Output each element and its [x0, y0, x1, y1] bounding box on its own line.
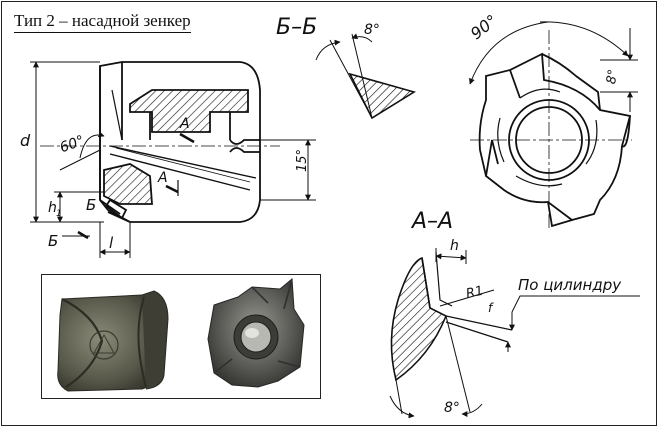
side-view [40, 61, 280, 223]
cut-marker-a-bottom [165, 180, 179, 196]
section-aa [389, 248, 640, 419]
label-cut-b-bottom: Б [48, 232, 58, 250]
label-l: l [109, 234, 114, 252]
angle-60 [59, 131, 105, 171]
cut-marker-b-bottom [77, 230, 89, 240]
label-angle-8-aa: 8° [444, 400, 460, 416]
section-bb [315, 33, 416, 120]
label-angle-15: 15° [295, 149, 310, 172]
label-angle-60: 60° [58, 133, 87, 157]
page-title: Тип 2 – насадной зенкер [14, 11, 191, 33]
label-h-aa: h [450, 238, 459, 254]
label-cut-a-top: А [179, 116, 190, 132]
label-h1-sub: 1 [56, 209, 62, 219]
label-po-cilindru: По цилиндру [518, 276, 622, 294]
label-angle-8-top: 8° [604, 68, 621, 85]
dim-h1 [54, 191, 104, 223]
label-angle-90: 90° [467, 11, 501, 43]
label-cut-a-bottom: А [157, 170, 168, 186]
label-cut-b: Б [86, 196, 96, 214]
section-bb-title: Б–Б [276, 15, 317, 40]
label-r1: R1 [465, 284, 485, 302]
label-angle-8-bb: 8° [364, 22, 380, 38]
photo-box [41, 274, 321, 399]
cut-marker-a-top [179, 132, 195, 144]
photo-end-view [207, 277, 305, 388]
end-view [469, 21, 638, 230]
angle-15 [260, 139, 316, 201]
label-h1: h [48, 200, 57, 216]
label-f: f [488, 301, 494, 315]
label-d: d [20, 131, 31, 150]
dim-l [99, 222, 131, 258]
tool-photos [57, 277, 305, 392]
section-aa-title: А–А [410, 209, 453, 234]
photo-side-view [57, 290, 169, 392]
